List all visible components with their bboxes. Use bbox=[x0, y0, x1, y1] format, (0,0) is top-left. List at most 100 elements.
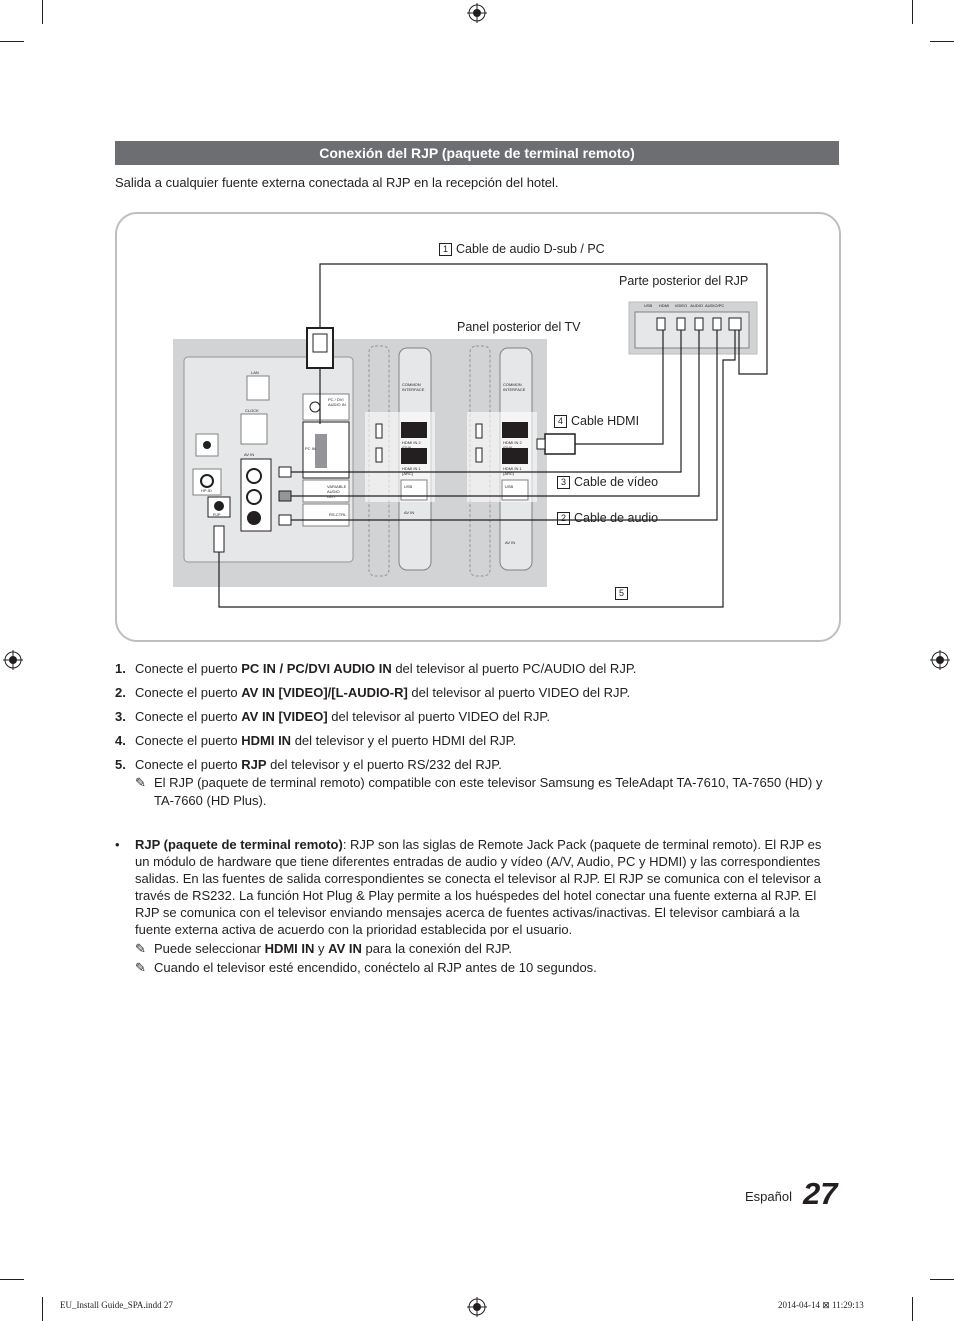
step-text: del televisor al puerto VIDEO del RJP. bbox=[327, 709, 550, 724]
lan-port bbox=[246, 375, 270, 401]
step-number: 5. bbox=[115, 757, 126, 772]
tv-label-rs-ctrl: RS-CTRL bbox=[329, 512, 347, 517]
step-item: 2.Conecte el puerto AV IN [VIDEO]/[L-AUD… bbox=[115, 684, 835, 702]
step-port: AV IN [VIDEO] bbox=[241, 709, 328, 724]
tv-label-usb-left: USB bbox=[404, 484, 413, 489]
number-box-1: 1 bbox=[439, 243, 452, 256]
step-text: Conecte el puerto bbox=[135, 709, 242, 724]
label-cable-video-text: Cable de vídeo bbox=[574, 475, 659, 489]
slug-file: EU_Install Guide_SPA.indd 27 bbox=[60, 1300, 173, 1310]
tv-label-av-in-side-left: AV IN bbox=[404, 510, 415, 515]
crop-mark bbox=[930, 41, 954, 42]
rjp-description: • RJP (paquete de terminal remoto): RJP … bbox=[115, 836, 835, 976]
tv-label-hdmi-in1-right: HDMI IN 1 (ARC) bbox=[503, 466, 522, 476]
tv-label-pc-in: PC IN bbox=[305, 446, 316, 451]
step-number: 1. bbox=[115, 661, 126, 676]
rjp-port-video: VIDEO bbox=[674, 303, 688, 308]
label-rjp-rear: Parte posterior del RJP bbox=[619, 274, 749, 288]
note-text: Puede seleccionar bbox=[154, 941, 265, 956]
diagram-graphic bbox=[173, 263, 768, 608]
rjp-port-audio-pc: AUDIO/PC bbox=[704, 303, 725, 308]
step-text: del televisor al puerto VIDEO del RJP. bbox=[407, 685, 631, 700]
step-port: PC IN / PC/DVI AUDIO IN bbox=[241, 661, 392, 676]
step-item: 1.Conecte el puerto PC IN / PC/DVI AUDIO… bbox=[115, 660, 835, 678]
cable-4 bbox=[557, 330, 664, 445]
step-number: 3. bbox=[115, 709, 126, 724]
headphone-jack bbox=[203, 441, 211, 449]
note-text: para la conexión del RJP. bbox=[361, 941, 512, 956]
steps-list: 1. Conecte el puerto PC IN / PC/DVI AUDIO… bbox=[115, 660, 835, 810]
tv-label-rjp: RJP bbox=[213, 512, 221, 517]
pc-dvi-audio-port bbox=[302, 393, 350, 421]
step-text: Conecte el puerto bbox=[135, 733, 242, 748]
tv-label-av-in: AV IN bbox=[244, 452, 255, 457]
step-port: RJP bbox=[241, 757, 267, 772]
cable-video bbox=[285, 330, 700, 497]
tv-label-common-interface-left: COMMON INTERFACE bbox=[402, 382, 425, 392]
registration-mark-icon bbox=[930, 650, 950, 670]
tv-label-av-in-side-right: AV IN bbox=[505, 540, 516, 545]
label-cable-dsub-text: Cable de audio D-sub / PC bbox=[456, 242, 605, 256]
rjp-port-audio: AUDIO bbox=[690, 303, 703, 308]
intro-text: Salida a cualquier fuente externa conect… bbox=[115, 175, 559, 190]
label-cable-dsub: 1 Cable de audio D-sub / PC bbox=[439, 242, 605, 256]
crop-mark bbox=[930, 1279, 954, 1280]
note-port: AV IN bbox=[328, 941, 362, 956]
rjp-port-hdmi: HDMI bbox=[658, 303, 670, 308]
tv-label-pc-dvi: PC / DVI AUDIO IN bbox=[328, 397, 346, 407]
label-cable-hdmi: 4 Cable HDMI bbox=[554, 414, 639, 428]
crop-mark bbox=[912, 1297, 913, 1321]
section-title: Conexión del RJP (paquete de terminal re… bbox=[115, 141, 839, 165]
footer-language: Español bbox=[745, 1189, 792, 1204]
registration-mark-icon bbox=[467, 1297, 487, 1317]
number-box-5: 5 bbox=[615, 587, 628, 600]
cable-1 bbox=[319, 263, 768, 375]
label-cable-rjp: 5 bbox=[615, 586, 632, 600]
step-text: Conecte el puerto bbox=[135, 685, 242, 700]
tv-label-hdmi-in2-left: HDMI IN 2 (DVI) bbox=[402, 440, 421, 450]
cable-3 bbox=[285, 330, 682, 473]
step-port: HDMI IN bbox=[241, 733, 292, 748]
crop-mark bbox=[912, 0, 913, 24]
registration-mark-icon bbox=[3, 650, 23, 670]
bullet-icon: • bbox=[115, 837, 120, 852]
note-port: HDMI IN bbox=[264, 941, 315, 956]
note-text: y bbox=[314, 941, 329, 956]
note-text: Cuando el televisor esté encendido, coné… bbox=[154, 960, 597, 975]
note-text: El RJP (paquete de terminal remoto) comp… bbox=[154, 775, 823, 808]
number-box-2: 2 bbox=[557, 512, 570, 525]
rjp-port-usb: USB bbox=[644, 303, 653, 308]
step-number: 4. bbox=[115, 733, 126, 748]
cable-5 bbox=[218, 330, 736, 608]
rjp-port-labels: USB HDMI VIDEO AUDIO AUDIO/PC bbox=[644, 303, 724, 308]
crop-mark bbox=[42, 1297, 43, 1321]
step-text: del televisor al puerto PC/AUDIO del RJP… bbox=[391, 661, 637, 676]
number-box-3: 3 bbox=[557, 476, 570, 489]
step-item: 5.Conecte el puerto RJP del televisor y … bbox=[115, 756, 835, 774]
tv-label-hdmi-in1-left: HDMI IN 1 (ARC) bbox=[402, 466, 421, 476]
pencil-note-icon: ✎ bbox=[135, 941, 146, 956]
label-cable-audio-text: Cable de audio bbox=[574, 511, 659, 525]
description-term: RJP (paquete de terminal remoto) bbox=[135, 837, 343, 852]
label-cable-hdmi-text: Cable HDMI bbox=[571, 414, 640, 428]
step5-note: ✎El RJP (paquete de terminal remoto) com… bbox=[115, 774, 835, 810]
description-note: ✎ Puede seleccionar HDMI IN y AV IN para … bbox=[115, 940, 835, 957]
label-tv-rear: Panel posterior del TV bbox=[457, 320, 581, 334]
tv-label-hdmi-in2-right: HDMI IN 2 (DVI) bbox=[503, 440, 522, 450]
description-text: : RJP son las siglas de Remote Jack Pack… bbox=[135, 837, 822, 937]
pencil-note-icon: ✎ bbox=[135, 960, 146, 975]
tv-label-hp-id: HP-ID bbox=[201, 488, 212, 493]
step-item: 3. Conecte el puerto AV IN [VIDEO] del te… bbox=[115, 708, 835, 726]
label-cable-audio: 2 Cable de audio bbox=[557, 511, 658, 525]
label-cable-video: 3 Cable de vídeo bbox=[557, 475, 658, 489]
tv-label-lan: LAN bbox=[251, 370, 259, 375]
step-text: del televisor y el puerto RS/232 del RJP… bbox=[266, 757, 502, 772]
number-box-4: 4 bbox=[554, 415, 567, 428]
description-note: ✎ Cuando el televisor esté encendido, con… bbox=[115, 959, 835, 976]
registration-mark-icon bbox=[467, 3, 487, 23]
step-port: AV IN [VIDEO]/[L-AUDIO-R] bbox=[241, 685, 408, 700]
step-item: 4.Conecte el puerto HDMI IN del televiso… bbox=[115, 732, 835, 750]
page-number: 27 bbox=[803, 1176, 838, 1211]
crop-mark bbox=[42, 0, 43, 24]
tv-label-variable-audio: VARIABLE AUDIO OUT bbox=[327, 484, 347, 499]
